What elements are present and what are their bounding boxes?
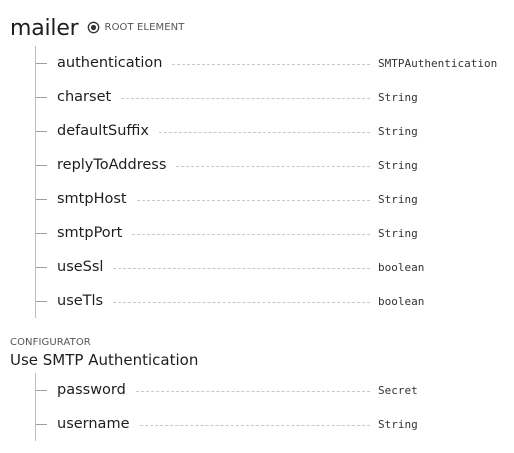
tree-branch xyxy=(36,266,47,268)
element-header: mailer ROOT ELEMENT xyxy=(10,14,184,44)
property-name[interactable]: charset xyxy=(57,89,112,105)
property-name[interactable]: useTls xyxy=(57,293,104,309)
property-type[interactable]: SMTPAuthentication xyxy=(378,56,498,70)
property-type[interactable]: Secret xyxy=(378,383,418,397)
property-type[interactable]: boolean xyxy=(378,294,425,308)
property-name[interactable]: smtpPort xyxy=(57,225,123,241)
configurator-title: Use SMTP Authentication xyxy=(10,351,199,369)
property-row[interactable]: password Secret xyxy=(35,373,505,407)
property-row[interactable]: smtpPort String xyxy=(35,216,505,250)
property-name[interactable]: replyToAddress xyxy=(57,157,167,173)
tree-branch xyxy=(36,198,47,200)
property-name[interactable]: useSsl xyxy=(57,259,104,275)
leader-dots xyxy=(113,267,370,269)
property-name[interactable]: authentication xyxy=(57,55,163,71)
tree-branch xyxy=(36,423,47,425)
property-row[interactable]: username String xyxy=(35,407,505,441)
leader-dots xyxy=(136,199,370,201)
property-type[interactable]: String xyxy=(378,158,418,172)
gear-icon xyxy=(87,21,100,34)
leader-dots xyxy=(113,301,370,303)
property-type[interactable]: String xyxy=(378,124,418,138)
property-name[interactable]: password xyxy=(57,382,126,398)
leader-dots xyxy=(121,97,370,99)
leader-dots xyxy=(176,165,370,167)
tree-branch xyxy=(36,130,47,132)
property-row[interactable]: useTls boolean xyxy=(35,284,505,318)
property-type[interactable]: String xyxy=(378,226,418,240)
element-title: mailer xyxy=(10,16,79,41)
leader-dots xyxy=(132,233,370,235)
property-name[interactable]: username xyxy=(57,416,130,432)
configurator-label: CONFIGURATOR xyxy=(10,337,91,348)
property-row[interactable]: defaultSuffix String xyxy=(35,114,505,148)
leader-dots xyxy=(139,424,370,426)
property-row[interactable]: authentication SMTPAuthentication xyxy=(35,46,505,80)
property-row[interactable]: useSsl boolean xyxy=(35,250,505,284)
leader-dots xyxy=(135,390,370,392)
tree-branch xyxy=(36,232,47,234)
property-tree: authentication SMTPAuthentication charse… xyxy=(35,46,505,318)
tree-branch xyxy=(36,300,47,302)
property-row[interactable]: replyToAddress String xyxy=(35,148,505,182)
tree-branch xyxy=(36,96,47,98)
property-type[interactable]: String xyxy=(378,192,418,206)
tree-line xyxy=(35,373,36,441)
configurator-tree: password Secret username String xyxy=(35,373,505,441)
leader-dots xyxy=(159,131,370,133)
property-row[interactable]: smtpHost String xyxy=(35,182,505,216)
property-type[interactable]: String xyxy=(378,90,418,104)
leader-dots xyxy=(172,63,370,65)
tree-branch xyxy=(36,164,47,166)
tree-branch xyxy=(36,389,47,391)
property-type[interactable]: String xyxy=(378,417,418,431)
tree-branch xyxy=(36,62,47,64)
property-name[interactable]: defaultSuffix xyxy=(57,123,150,139)
property-row[interactable]: charset String xyxy=(35,80,505,114)
property-name[interactable]: smtpHost xyxy=(57,191,127,207)
tree-line xyxy=(35,46,36,318)
root-element-badge: ROOT ELEMENT xyxy=(104,21,185,33)
property-type[interactable]: boolean xyxy=(378,260,425,274)
